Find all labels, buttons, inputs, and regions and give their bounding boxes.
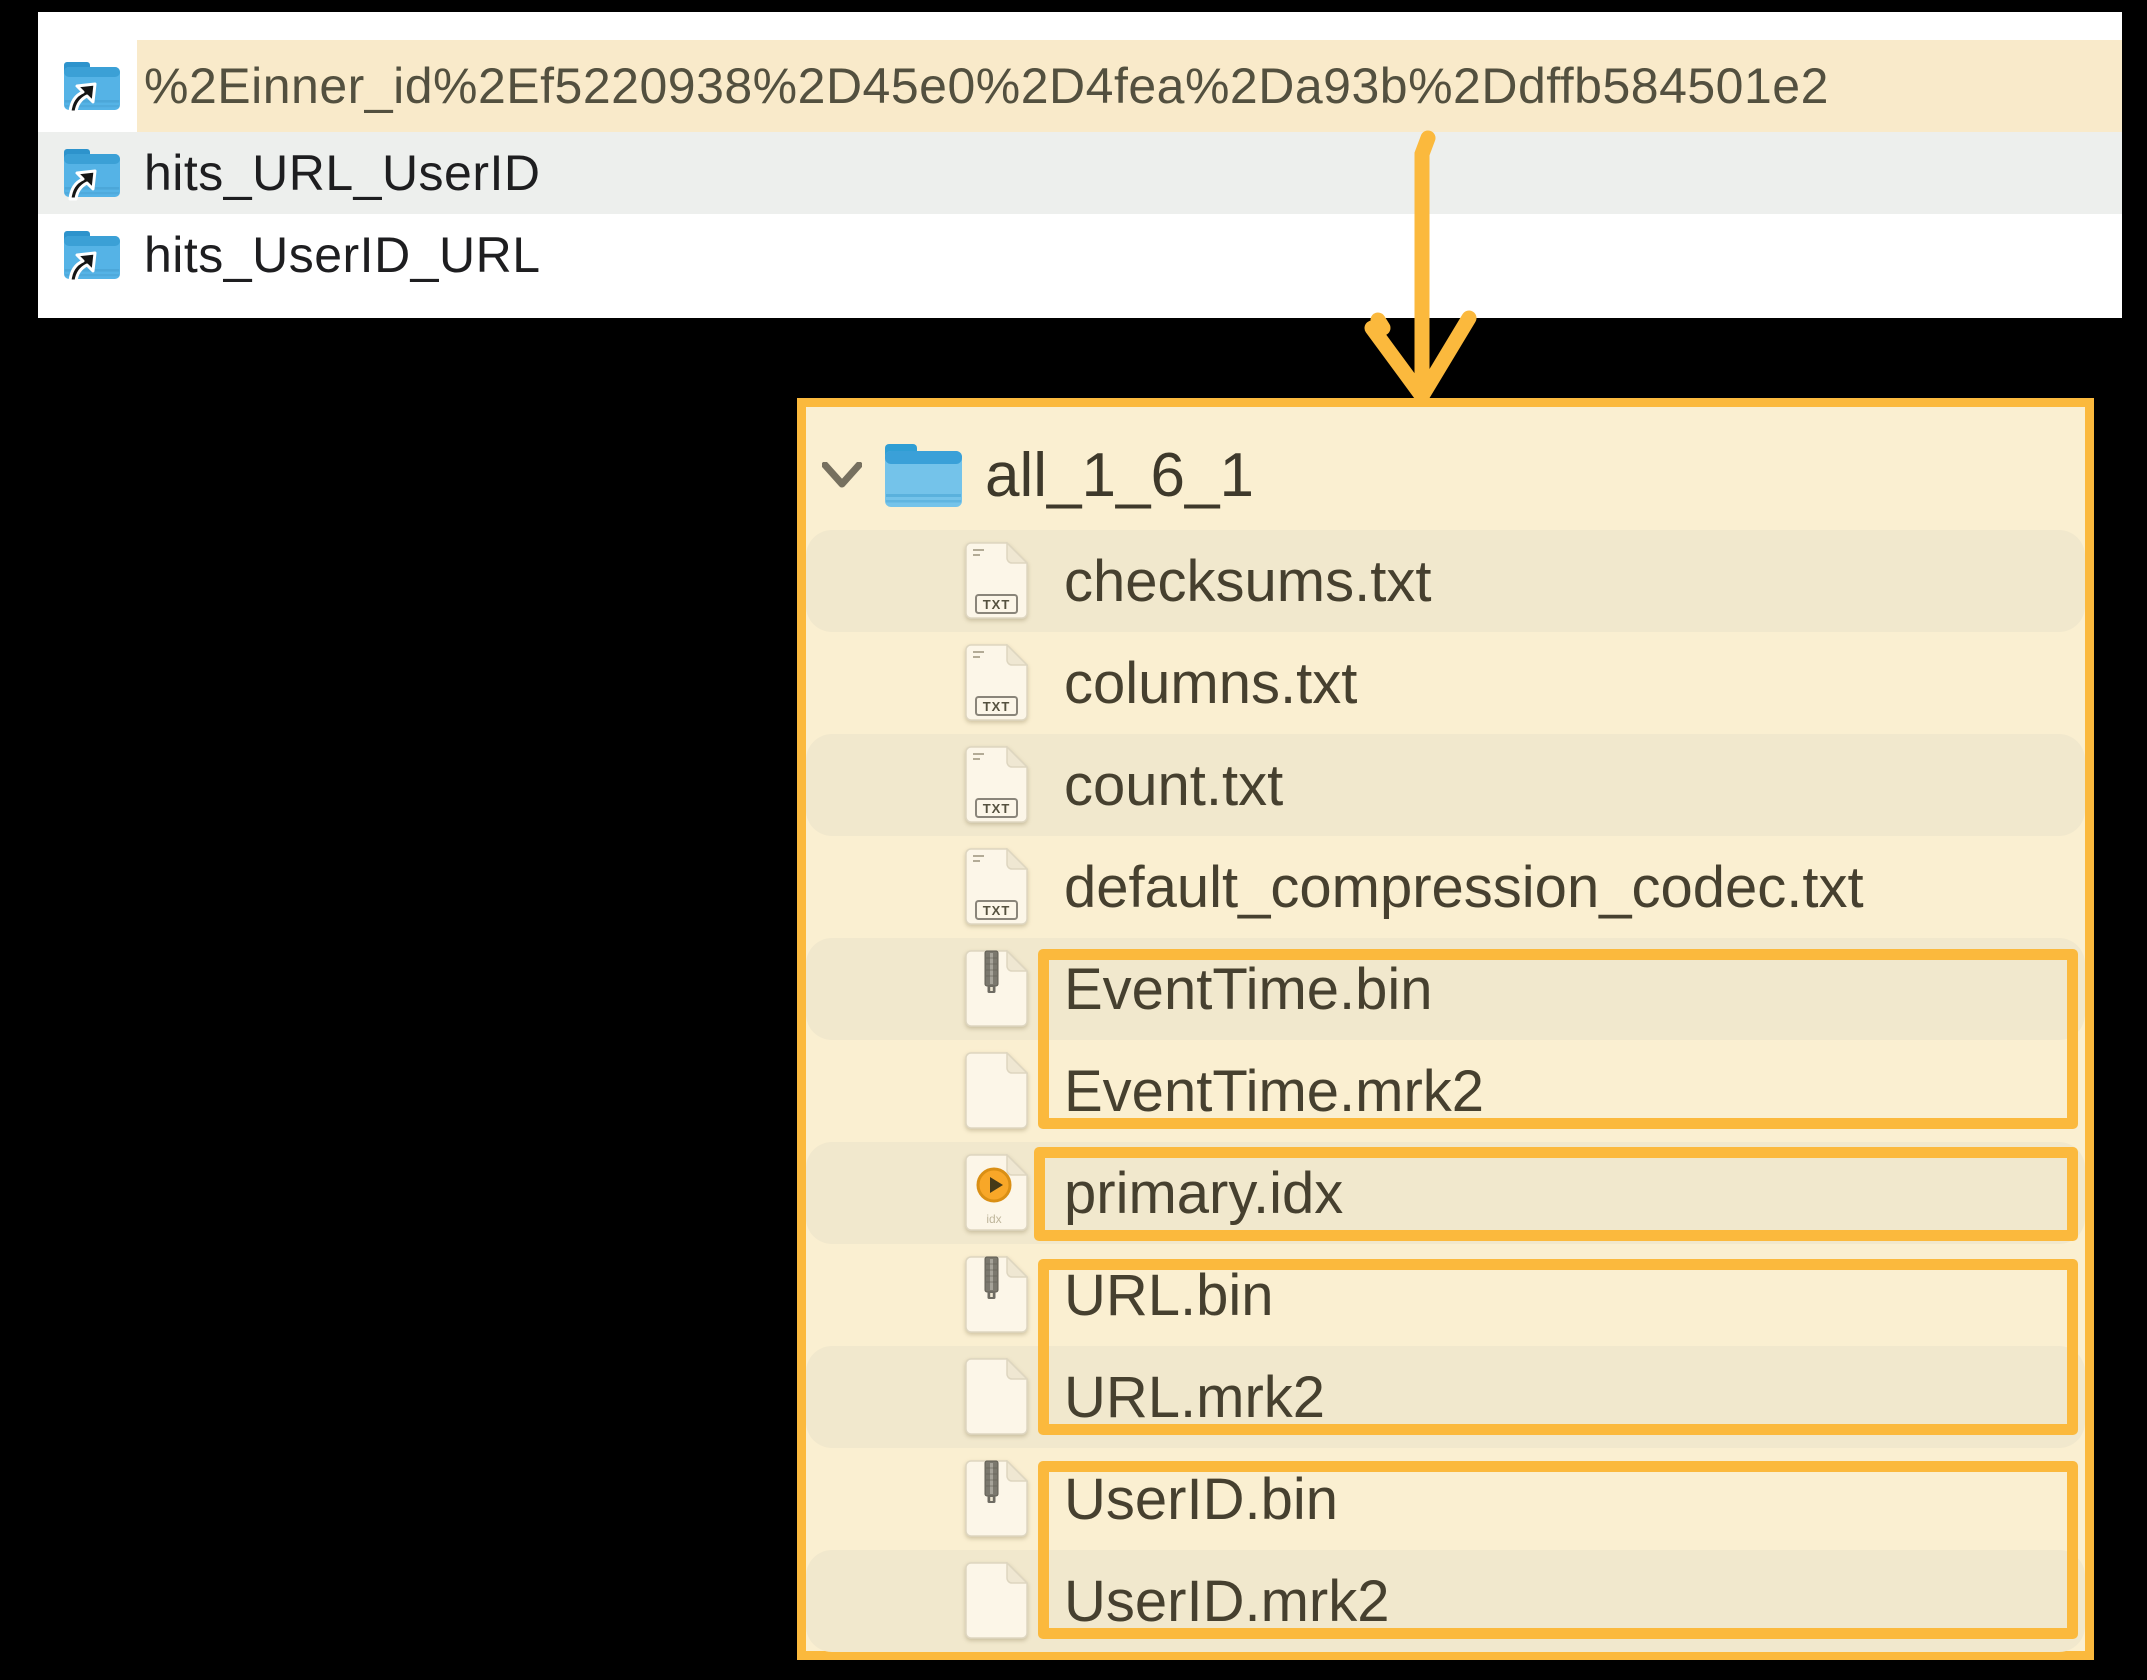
svg-text:TXT: TXT	[983, 801, 1011, 816]
file-name: UserID.mrk2	[1064, 1568, 1390, 1634]
file-name: URL.mrk2	[1064, 1364, 1326, 1430]
blank-file-icon	[965, 1358, 1028, 1435]
finder-list-panel: %2Einner_id%2Ef5220938%2D45e0%2D4fea%2Da…	[38, 12, 2122, 318]
list-item-inner-id[interactable]: %2Einner_id%2Ef5220938%2D45e0%2D4fea%2Da…	[38, 40, 2122, 132]
blank-file-icon	[965, 1562, 1028, 1639]
list-item-label: hits_URL_UserID	[144, 145, 541, 201]
down-arrow-annotation	[1364, 130, 1477, 404]
tree-row-file[interactable]: TXT count.txt	[806, 734, 2085, 836]
file-name: count.txt	[1064, 752, 1284, 818]
bin-file-icon	[965, 1256, 1028, 1333]
alias-arrow-badge	[68, 251, 97, 283]
finder-tree-panel: all_1_6_1 TXT checksums.txt TXT columns.…	[797, 398, 2094, 1660]
tree-row-file[interactable]: UserID.bin	[806, 1448, 2085, 1550]
alias-folder-icon	[64, 231, 120, 283]
folder-icon	[885, 444, 962, 507]
tree-row-file[interactable]: URL.mrk2	[806, 1346, 2085, 1448]
tree-row-root-folder[interactable]: all_1_6_1	[806, 420, 2085, 530]
list-item-label: hits_UserID_URL	[144, 227, 541, 283]
tree-row-file[interactable]: idx primary.idx	[806, 1142, 2085, 1244]
idx-file-icon: idx	[965, 1154, 1028, 1231]
txt-file-icon: TXT	[965, 746, 1028, 823]
alias-folder-icon	[64, 62, 120, 114]
selection-highlight	[137, 40, 2122, 132]
txt-file-icon: TXT	[965, 644, 1028, 721]
file-name: columns.txt	[1064, 650, 1358, 716]
svg-text:TXT: TXT	[983, 597, 1011, 612]
tree-row-file[interactable]: UserID.mrk2	[806, 1550, 2085, 1652]
zipper	[984, 1460, 999, 1503]
file-name: default_compression_codec.txt	[1064, 854, 1864, 920]
root-folder-label: all_1_6_1	[985, 440, 1254, 510]
file-name: EventTime.bin	[1064, 956, 1433, 1022]
list-item-hits-userid-url[interactable]: hits_UserID_URL	[38, 214, 2122, 296]
list-item-label: %2Einner_id%2Ef5220938%2D45e0%2D4fea%2Da…	[144, 58, 1829, 114]
file-name: primary.idx	[1064, 1160, 1344, 1226]
file-name: UserID.bin	[1064, 1466, 1338, 1532]
tree-row-file[interactable]: EventTime.bin	[806, 938, 2085, 1040]
bin-file-icon	[965, 1460, 1028, 1537]
tree-row-file[interactable]: TXT checksums.txt	[806, 530, 2085, 632]
bin-file-icon	[965, 950, 1028, 1027]
tree-row-file[interactable]: TXT columns.txt	[806, 632, 2085, 734]
blank-file-icon	[965, 1052, 1028, 1129]
zipper	[984, 950, 999, 993]
chevron-down-icon[interactable]	[822, 462, 862, 488]
txt-file-icon: TXT	[965, 542, 1028, 619]
file-name: checksums.txt	[1064, 548, 1432, 614]
file-name: EventTime.mrk2	[1064, 1058, 1485, 1124]
svg-text:TXT: TXT	[983, 699, 1011, 714]
txt-file-icon: TXT	[965, 848, 1028, 925]
alias-arrow-badge	[68, 169, 97, 201]
alias-arrow-badge	[68, 82, 97, 114]
tree-row-file[interactable]: EventTime.mrk2	[806, 1040, 2085, 1142]
tree-row-file[interactable]: TXT default_compression_codec.txt	[806, 836, 2085, 938]
alias-folder-icon	[64, 149, 120, 201]
tree-row-file[interactable]: URL.bin	[806, 1244, 2085, 1346]
zipper	[984, 1256, 999, 1299]
file-name: URL.bin	[1064, 1262, 1274, 1328]
svg-text:TXT: TXT	[983, 903, 1011, 918]
svg-text:idx: idx	[986, 1212, 1001, 1226]
list-item-hits-url-userid[interactable]: hits_URL_UserID	[38, 132, 2122, 214]
